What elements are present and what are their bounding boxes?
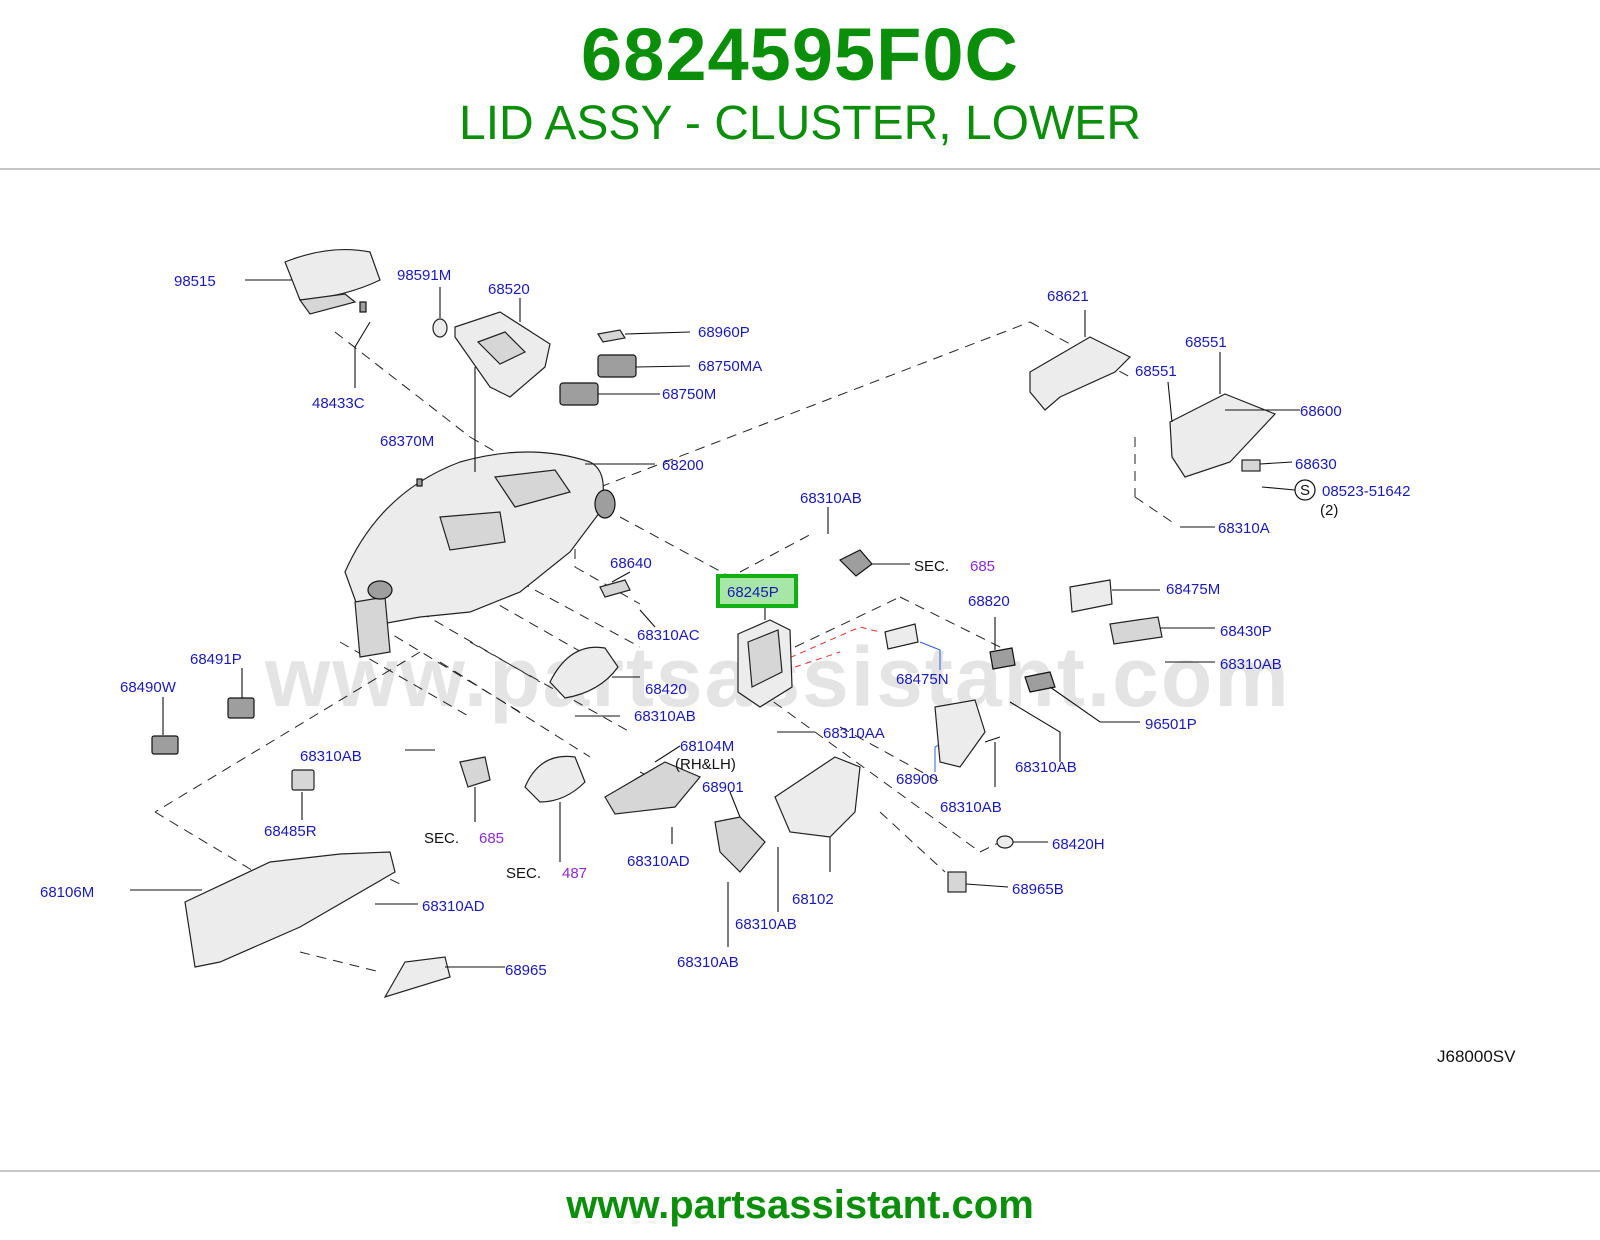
- label-68370M[interactable]: 68370M: [380, 433, 434, 450]
- label-68310AB-left[interactable]: 68310AB: [300, 748, 362, 765]
- label-98515[interactable]: 98515: [174, 273, 216, 290]
- label-68750M[interactable]: 68750M: [662, 386, 716, 403]
- label-68491P[interactable]: 68491P: [190, 651, 242, 668]
- label-68104M[interactable]: 68104M: [680, 738, 734, 755]
- label-08523-51642[interactable]: 08523-51642: [1322, 483, 1410, 500]
- label-68310AD-a[interactable]: 68310AD: [627, 853, 690, 870]
- label-68490W[interactable]: 68490W: [120, 679, 177, 696]
- label-68310AB-r2[interactable]: 68310AB: [1015, 759, 1077, 776]
- label-68475N[interactable]: 68475N: [896, 671, 949, 688]
- label-spec-s: S: [1300, 482, 1310, 499]
- footer-divider: [0, 1170, 1600, 1172]
- label-68475M[interactable]: 68475M: [1166, 581, 1220, 598]
- label-68102[interactable]: 68102: [792, 891, 834, 908]
- label-68310AA[interactable]: 68310AA: [823, 725, 885, 742]
- header-divider: [0, 168, 1600, 170]
- label-48433C[interactable]: 48433C: [312, 395, 365, 412]
- label-68310AB-m1[interactable]: 68310AB: [634, 708, 696, 725]
- part-number-title: 6824595F0C: [581, 13, 1019, 96]
- callout-labels: 98515 98591M 68520 48433C 68960P 68750MA…: [40, 267, 1410, 979]
- label-98591M[interactable]: 98591M: [397, 267, 451, 284]
- label-68600[interactable]: 68600: [1300, 403, 1342, 420]
- label-68750MA[interactable]: 68750MA: [698, 358, 762, 375]
- label-68900[interactable]: 68900: [896, 771, 938, 788]
- part-description: LID ASSY - CLUSTER, LOWER: [459, 97, 1141, 150]
- label-sec-1-ref[interactable]: 685: [970, 558, 995, 575]
- label-68621[interactable]: 68621: [1047, 288, 1089, 305]
- label-68820[interactable]: 68820: [968, 593, 1010, 610]
- label-rh-lh: (RH&LH): [675, 756, 736, 773]
- label-68200[interactable]: 68200: [662, 457, 704, 474]
- label-68310AB-b1[interactable]: 68310AB: [735, 916, 797, 933]
- label-68245P[interactable]: 68245P: [727, 584, 779, 601]
- label-68430P[interactable]: 68430P: [1220, 623, 1272, 640]
- part-drawings: [130, 248, 1316, 999]
- label-68551-b[interactable]: 68551: [1135, 363, 1177, 380]
- label-68630[interactable]: 68630: [1295, 456, 1337, 473]
- label-68965B[interactable]: 68965B: [1012, 881, 1064, 898]
- label-qty-2: (2): [1320, 502, 1338, 519]
- label-68310AB-b2[interactable]: 68310AB: [677, 954, 739, 971]
- label-68485R[interactable]: 68485R: [264, 823, 317, 840]
- parts-diagram: www.partsassistant.com: [40, 248, 1516, 1066]
- page-header: 6824595F0C LID ASSY - CLUSTER, LOWER: [0, 0, 1600, 170]
- label-68640[interactable]: 68640: [610, 555, 652, 572]
- label-68901[interactable]: 68901: [702, 779, 744, 796]
- label-68106M[interactable]: 68106M: [40, 884, 94, 901]
- label-68310AB-top[interactable]: 68310AB: [800, 490, 862, 507]
- label-68420H[interactable]: 68420H: [1052, 836, 1105, 853]
- label-sec-2-ref[interactable]: 685: [479, 830, 504, 847]
- footer-url[interactable]: www.partsassistant.com: [566, 1183, 1034, 1227]
- label-68520[interactable]: 68520: [488, 281, 530, 298]
- label-68420[interactable]: 68420: [645, 681, 687, 698]
- drawing-code: J68000SV: [1437, 1047, 1516, 1066]
- label-sec-3-ref[interactable]: 487: [562, 865, 587, 882]
- label-68960P[interactable]: 68960P: [698, 324, 750, 341]
- label-68310AD-b[interactable]: 68310AD: [422, 898, 485, 915]
- label-sec-1: SEC.: [914, 558, 949, 575]
- label-96501P[interactable]: 96501P: [1145, 716, 1197, 733]
- label-68310AB-r1[interactable]: 68310AB: [1220, 656, 1282, 673]
- label-68310AB-r3[interactable]: 68310AB: [940, 799, 1002, 816]
- label-sec-3: SEC.: [506, 865, 541, 882]
- label-68965[interactable]: 68965: [505, 962, 547, 979]
- label-68551-a[interactable]: 68551: [1185, 334, 1227, 351]
- label-sec-2: SEC.: [424, 830, 459, 847]
- label-68310AC[interactable]: 68310AC: [637, 627, 700, 644]
- label-68310A[interactable]: 68310A: [1218, 520, 1270, 537]
- highlight-box: [716, 574, 798, 608]
